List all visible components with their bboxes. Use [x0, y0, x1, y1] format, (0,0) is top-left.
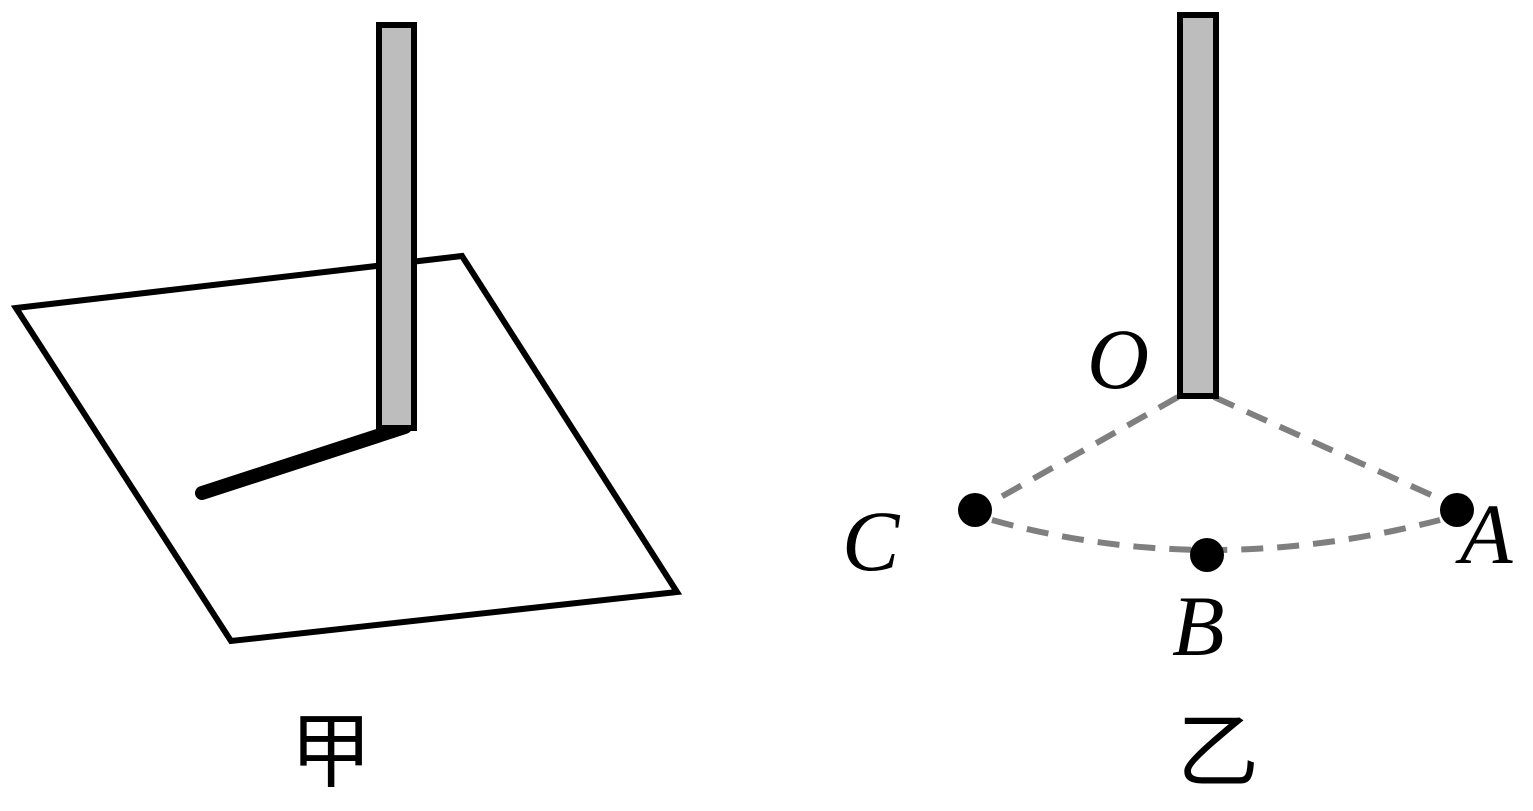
- plane: [10, 252, 683, 645]
- label-b: B: [1172, 578, 1225, 674]
- label-c: C: [842, 493, 901, 589]
- point-b: [1190, 538, 1224, 572]
- caption-right: 乙: [1177, 705, 1259, 800]
- vertical-rod-right: [1177, 12, 1219, 399]
- point-c: [958, 493, 992, 527]
- shadow-stick: [195, 420, 412, 500]
- dashed-line-o-a: [1212, 394, 1442, 502]
- figure-right: O C B A 乙: [842, 12, 1513, 800]
- label-o: O: [1087, 311, 1149, 407]
- vertical-rod-left: [376, 22, 417, 431]
- dashed-line-o-c: [990, 394, 1180, 505]
- point-a: [1440, 493, 1474, 527]
- label-a: A: [1455, 486, 1513, 582]
- figure-left: 甲: [10, 22, 683, 800]
- caption-left: 甲: [290, 705, 372, 800]
